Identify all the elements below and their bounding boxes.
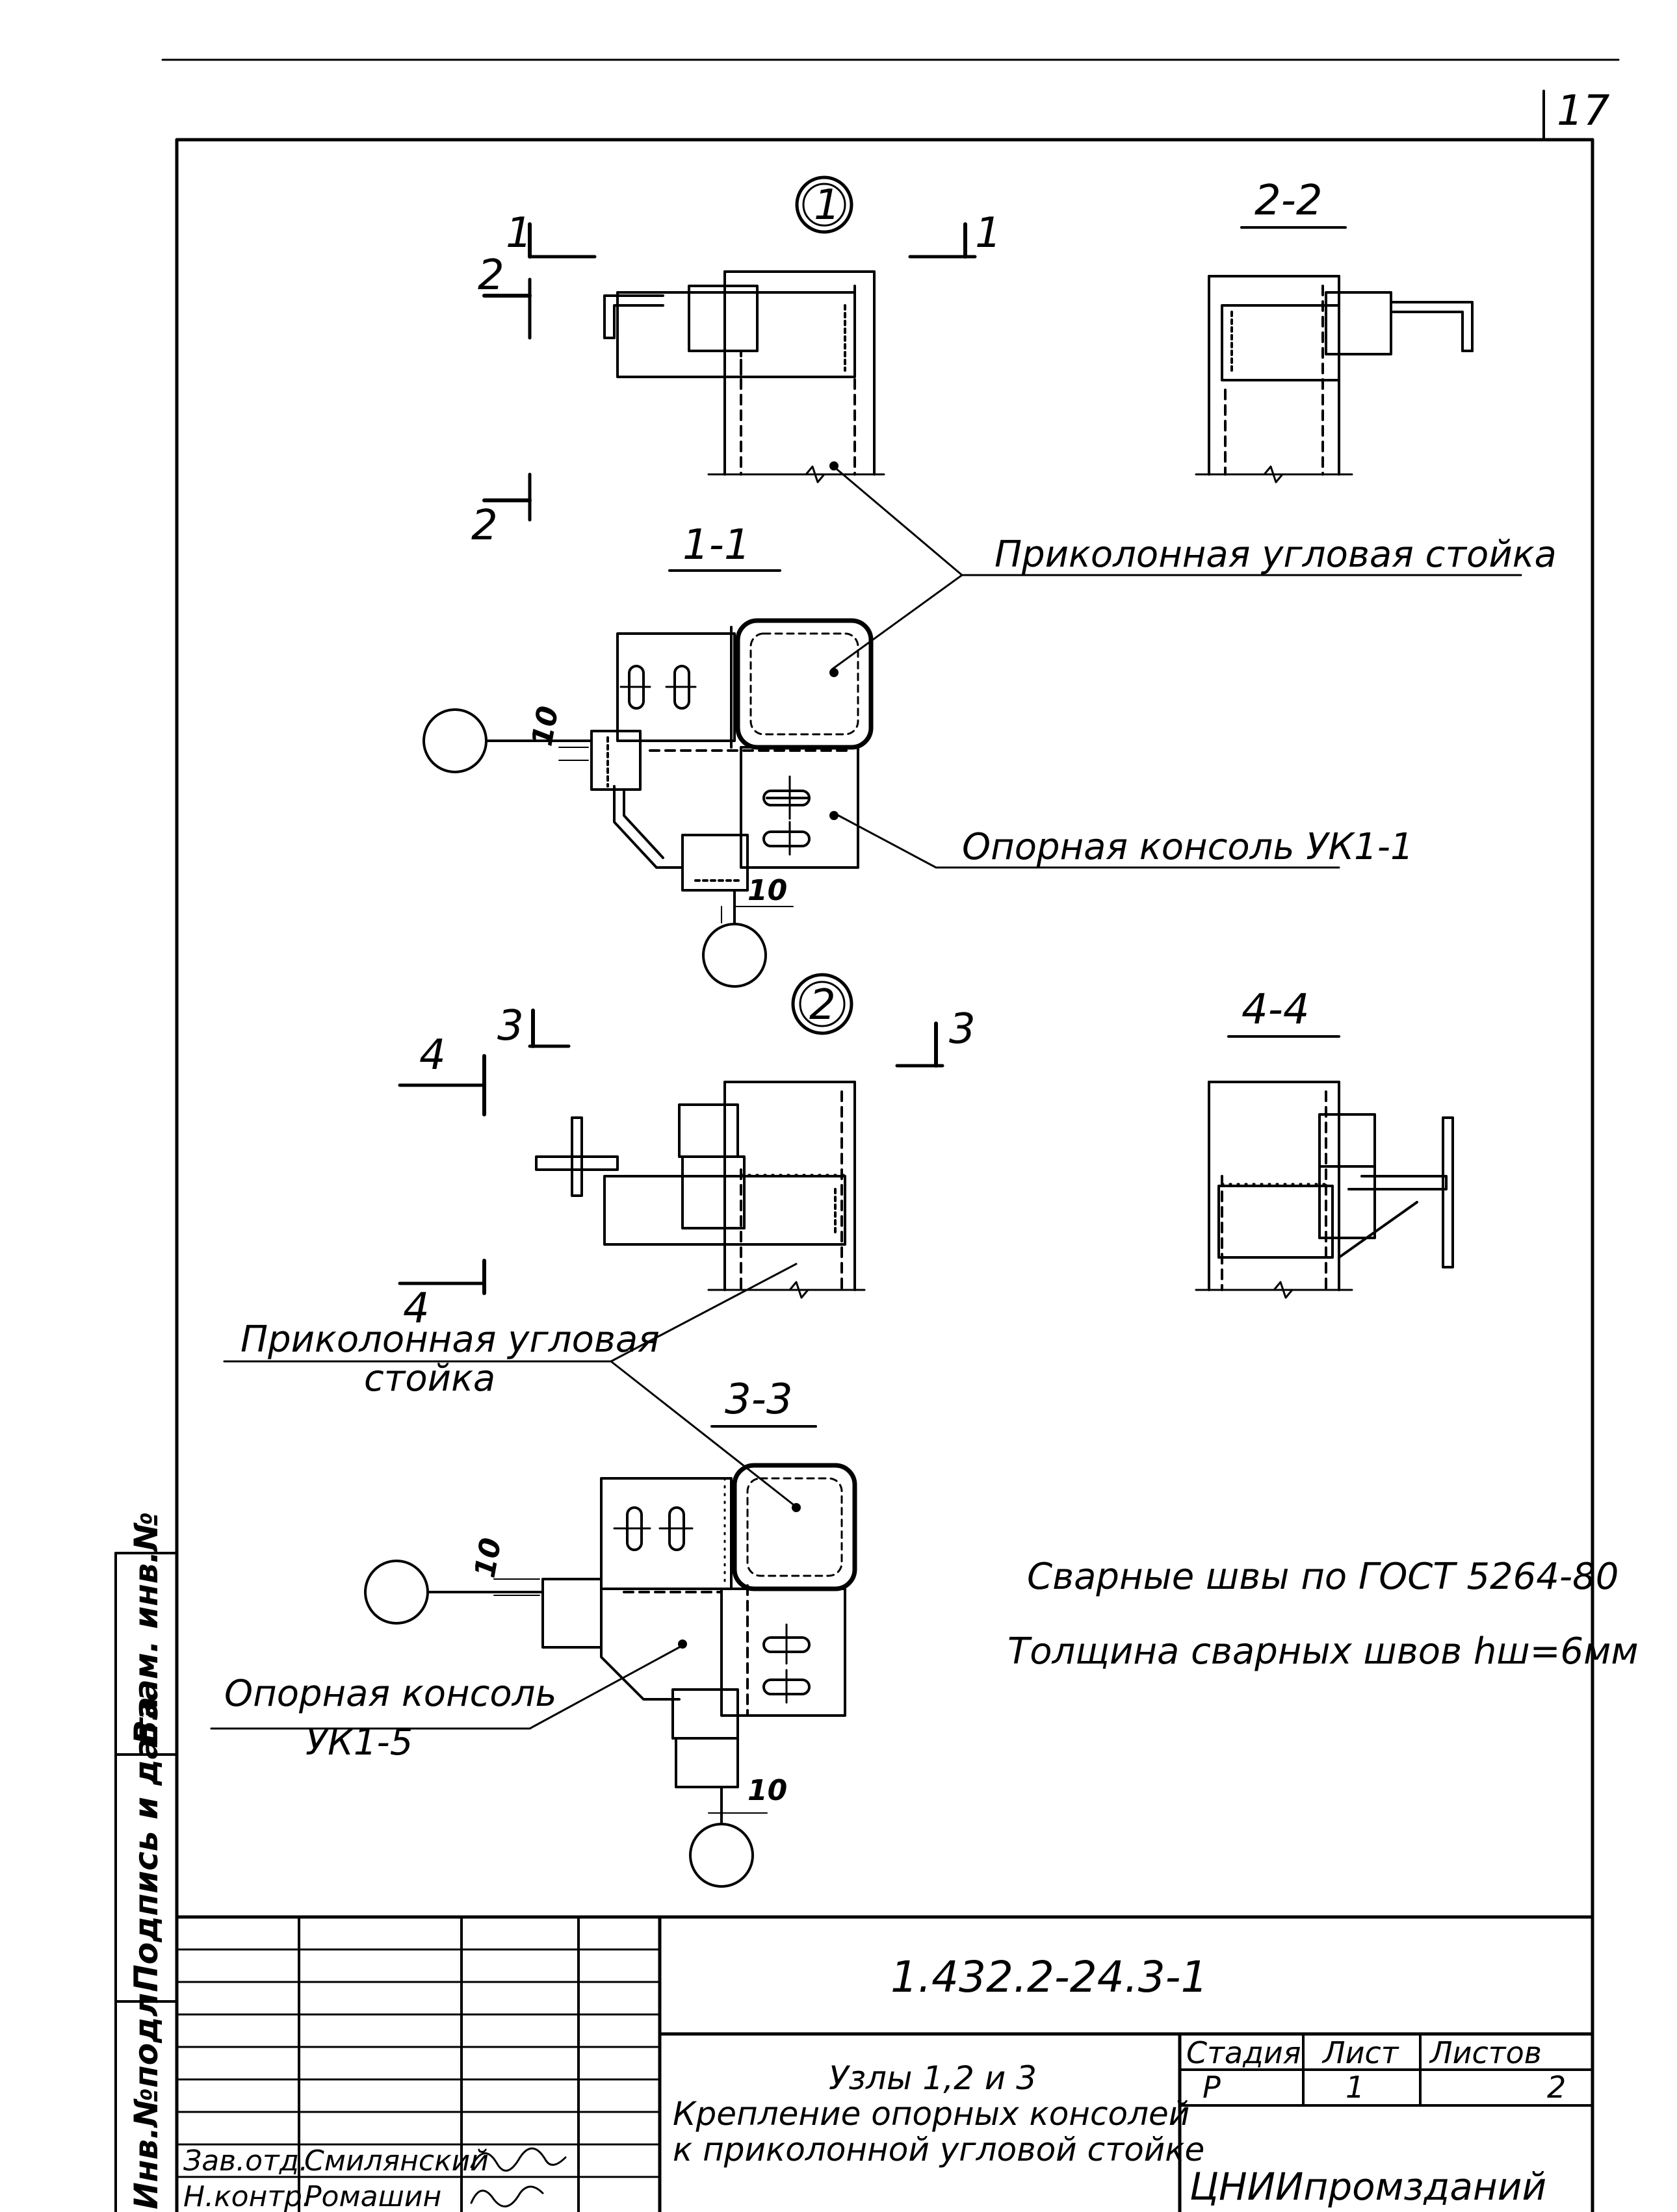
- svg-text:1: 1: [975, 209, 1002, 257]
- svg-text:2: 2: [471, 502, 498, 550]
- label-post-1: Приколонная угловая стойка: [994, 534, 1557, 576]
- note-weld-thickness: Толщина сварных швов hш=6мм: [1008, 1630, 1639, 1673]
- leader-post-1: [831, 467, 1522, 671]
- cut-mark-3-right: 3: [895, 1005, 976, 1068]
- document-code: 1.432.2-24.3-1: [890, 1952, 1208, 2002]
- section-2-2-view: [1195, 275, 1474, 483]
- svg-text:2: 2: [478, 251, 504, 300]
- leader-post-2: [223, 1263, 798, 1506]
- section-2-2-title: 2-2: [1254, 177, 1323, 225]
- title-block-grid: [175, 1915, 1594, 2212]
- cut-mark-2-bottom: 2: [471, 472, 532, 550]
- dim-1-1-a: 10: [526, 704, 566, 749]
- cut-mark-1-left: 1: [506, 209, 597, 259]
- svg-text:3: 3: [497, 1002, 524, 1050]
- svg-text:4: 4: [403, 1285, 430, 1333]
- cut-mark-2-top: 2: [478, 251, 532, 340]
- title-line-2: Крепление опорных консолей: [673, 2095, 1190, 2133]
- label-console-2-line1: Опорная консоль: [224, 1673, 556, 1715]
- node-2-elevation: [535, 1081, 866, 1299]
- side-stamp: [114, 1552, 178, 2212]
- title-line-3: к приколонной угловой стойке: [673, 2131, 1204, 2168]
- sheets-header: Листов: [1429, 2035, 1542, 2070]
- sheet-number: 17: [1557, 87, 1610, 135]
- side-stamp-signature-date: Подпись и дата: [127, 1697, 165, 1992]
- cut-mark-4-bottom: 4: [398, 1259, 486, 1333]
- dim-3-3-b: 10: [748, 1774, 787, 1807]
- section-3-3-plan: [364, 1463, 857, 1888]
- node-1-elevation: [603, 270, 885, 483]
- label-console-1: Опорная консоль УК1-1: [962, 826, 1414, 868]
- dim-3-3-a: 10: [469, 1536, 508, 1580]
- sheets-value: 2: [1547, 2070, 1566, 2105]
- node-1-marker: 1: [795, 175, 853, 234]
- dim-1-1-b: 10: [748, 874, 787, 907]
- signature-2: [470, 2185, 544, 2207]
- label-post-2-line1: Приколонная угловая: [240, 1318, 660, 1361]
- leader-console-1: [837, 814, 1340, 869]
- section-4-4-view: [1195, 1081, 1454, 1299]
- side-stamp-original-inv: Инв.№подл.: [127, 1981, 165, 2209]
- row2-name: Ромашин: [304, 2180, 441, 2212]
- row1-name: Смилянский: [304, 2144, 489, 2178]
- sheet-value: 1: [1346, 2070, 1364, 2105]
- side-stamp-replaced-inv: Взам. инв.№: [127, 1511, 165, 1745]
- sheet-header: Лист: [1321, 2035, 1399, 2070]
- leader-console-2: [210, 1646, 681, 1730]
- row1-role: Зав.отд.: [183, 2144, 308, 2178]
- label-console-2-line2: УК1-5: [306, 1721, 413, 1764]
- svg-text:3: 3: [949, 1005, 976, 1053]
- organization: ЦНИИпромзданий: [1190, 2165, 1546, 2209]
- note-weld-standard: Сварные швы по ГОСТ 5264-80: [1027, 1556, 1618, 1598]
- title-line-1: Узлы 1,2 и 3: [829, 2059, 1037, 2097]
- section-4-4-title: 4-4: [1242, 986, 1310, 1034]
- svg-text:1: 1: [506, 209, 532, 257]
- stage-value: Р: [1202, 2070, 1221, 2105]
- svg-text:2: 2: [809, 981, 836, 1029]
- signature-1: [470, 2147, 567, 2172]
- cut-mark-4-top: 4: [398, 1031, 486, 1116]
- row2-role: Н.контр.: [183, 2180, 311, 2212]
- svg-text:1: 1: [814, 181, 840, 229]
- section-1-1-title: 1-1: [682, 521, 751, 569]
- node-2-marker: 2: [791, 973, 853, 1035]
- cut-mark-1-right: 1: [908, 209, 1002, 259]
- svg-text:4: 4: [419, 1031, 446, 1079]
- label-post-2-line2: стойка: [364, 1357, 495, 1400]
- section-3-3-title: 3-3: [725, 1376, 793, 1424]
- stage-header: Стадия: [1186, 2035, 1301, 2070]
- cut-mark-3-left: 3: [497, 1002, 571, 1050]
- section-1-1-plan: [422, 618, 874, 988]
